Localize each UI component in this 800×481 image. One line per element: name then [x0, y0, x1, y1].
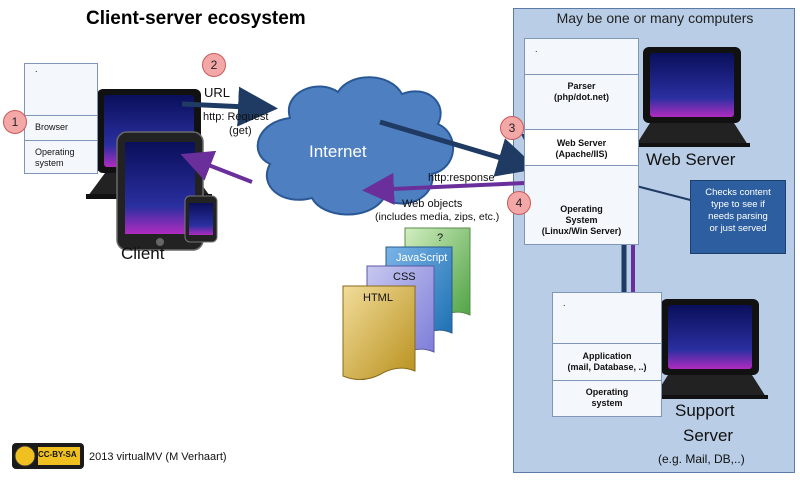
support-os-line2: system	[591, 398, 623, 408]
parser-layer: Parser (php/dot.net)	[525, 74, 638, 129]
server-region-title: May be one or many computers	[556, 10, 754, 26]
server-os-line3: (Linux/Win Server)	[541, 226, 622, 236]
web-server-layer: Web Server (Apache/IIS)	[525, 129, 638, 165]
step-4-badge: 4	[507, 191, 531, 215]
server-stack-top: .	[535, 44, 538, 54]
callout-line3: needs parsing	[708, 211, 768, 222]
app-line2: (mail, Database, ..)	[567, 362, 647, 372]
browser-layer: Browser	[25, 115, 97, 140]
support-label-line3: (e.g. Mail, DB,..)	[658, 452, 745, 466]
support-os-line1: Operating	[585, 387, 629, 397]
webserver-line1: Web Server	[556, 138, 607, 148]
cc-badge-text: CC-BY-SA	[38, 450, 77, 459]
support-server-stack: . Application (mail, Database, ..) Opera…	[552, 292, 662, 417]
support-os-layer: Operating system	[553, 380, 661, 418]
support-server-monitor-icon	[652, 299, 768, 399]
parser-line1: Parser	[567, 81, 596, 91]
response-label: http:response	[428, 172, 495, 184]
documents-stack	[342, 227, 471, 380]
step-3-badge: 3	[500, 116, 524, 140]
webserver-line2: (Apache/IIS)	[555, 149, 608, 159]
internet-label: Internet	[309, 142, 367, 161]
internet-cloud-icon	[256, 76, 454, 216]
cc-by-sa-badge	[12, 443, 84, 469]
callout-line4: or just served	[709, 223, 767, 234]
web-server-monitor-icon	[634, 47, 750, 147]
doc-css-label: CSS	[393, 271, 416, 283]
support-stack-top: .	[563, 298, 566, 308]
request-label-line2: (get)	[229, 125, 252, 137]
application-layer: Application (mail, Database, ..)	[553, 343, 661, 380]
url-request-arrow	[181, 86, 278, 127]
callout-line2: type to see if	[711, 199, 765, 210]
response-to-client-arrow	[180, 150, 253, 184]
credit-text: 2013 virtualMV (M Verhaart)	[89, 451, 227, 463]
client-os-line2: system	[35, 158, 64, 168]
step-1-badge: 1	[3, 110, 27, 134]
server-os-layer: Operating System (Linux/Win Server)	[525, 165, 638, 246]
browser-label: Browser	[35, 122, 69, 132]
url-label: URL	[204, 85, 231, 100]
client-os-line1: Operating	[35, 147, 75, 157]
client-label: Client	[121, 244, 165, 263]
doc-html-label: HTML	[363, 292, 393, 304]
support-label-line2: Server	[683, 426, 734, 445]
parser-line2: (php/dot.net)	[554, 92, 609, 102]
app-line1: Application	[582, 351, 632, 361]
doc-unknown-label: ?	[437, 232, 444, 244]
support-label-line1: Support	[675, 401, 735, 420]
web-objects-line1: Web objects	[402, 198, 463, 210]
content-type-callout: Checks content type to see if needs pars…	[690, 180, 786, 254]
web-server-stack: . Parser (php/dot.net) Web Server (Apach…	[524, 38, 639, 245]
request-label-line1: http: Request	[203, 111, 269, 123]
web-objects-line2: (includes media, zips, etc.)	[375, 211, 500, 223]
phone-icon	[184, 195, 218, 243]
web-server-label: Web Server	[646, 150, 736, 169]
diagram-title: Client-server ecosystem	[86, 8, 306, 29]
client-stack: . Browser Operating system	[24, 63, 98, 174]
doc-javascript-label: JavaScript	[396, 252, 448, 264]
callout-line1: Checks content	[705, 187, 771, 198]
client-stack-top: .	[35, 64, 38, 74]
request-to-server-arrow	[379, 119, 538, 177]
server-os-line2: System	[565, 215, 598, 225]
client-os-layer: Operating system	[25, 140, 97, 175]
step-2-badge: 2	[202, 53, 226, 77]
server-os-line1: Operating	[560, 204, 603, 214]
response-arrow	[362, 172, 549, 205]
